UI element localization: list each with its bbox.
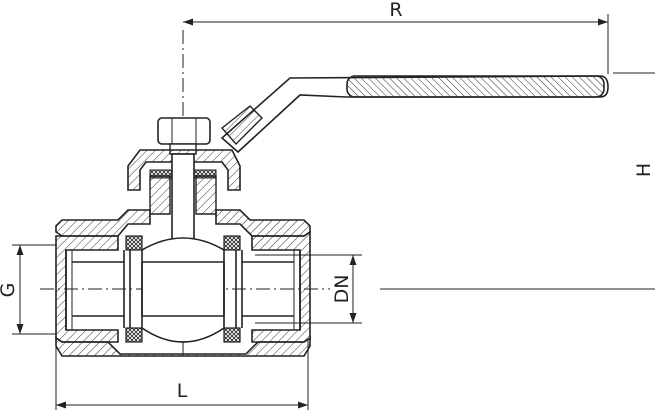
dimension-g: G [0, 244, 56, 335]
dimension-h-label: H [633, 163, 655, 177]
dimension-r: R [183, 0, 609, 74]
dimension-g-label: G [0, 283, 19, 298]
stem-nut [157, 117, 211, 155]
dimension-dn-label: DN [331, 275, 353, 304]
dimension-h: H [613, 72, 655, 177]
valve-body [55, 209, 311, 357]
valve-stem [171, 153, 195, 249]
dimension-r-label: R [389, 0, 402, 21]
dimension-l-label: L [177, 380, 188, 402]
dimension-dn: DN [255, 254, 362, 324]
dimension-l: L [55, 340, 309, 410]
valve-ball [141, 237, 225, 343]
valve-handle [220, 75, 609, 154]
bore-lines [72, 261, 294, 317]
valve-seats [123, 235, 243, 343]
